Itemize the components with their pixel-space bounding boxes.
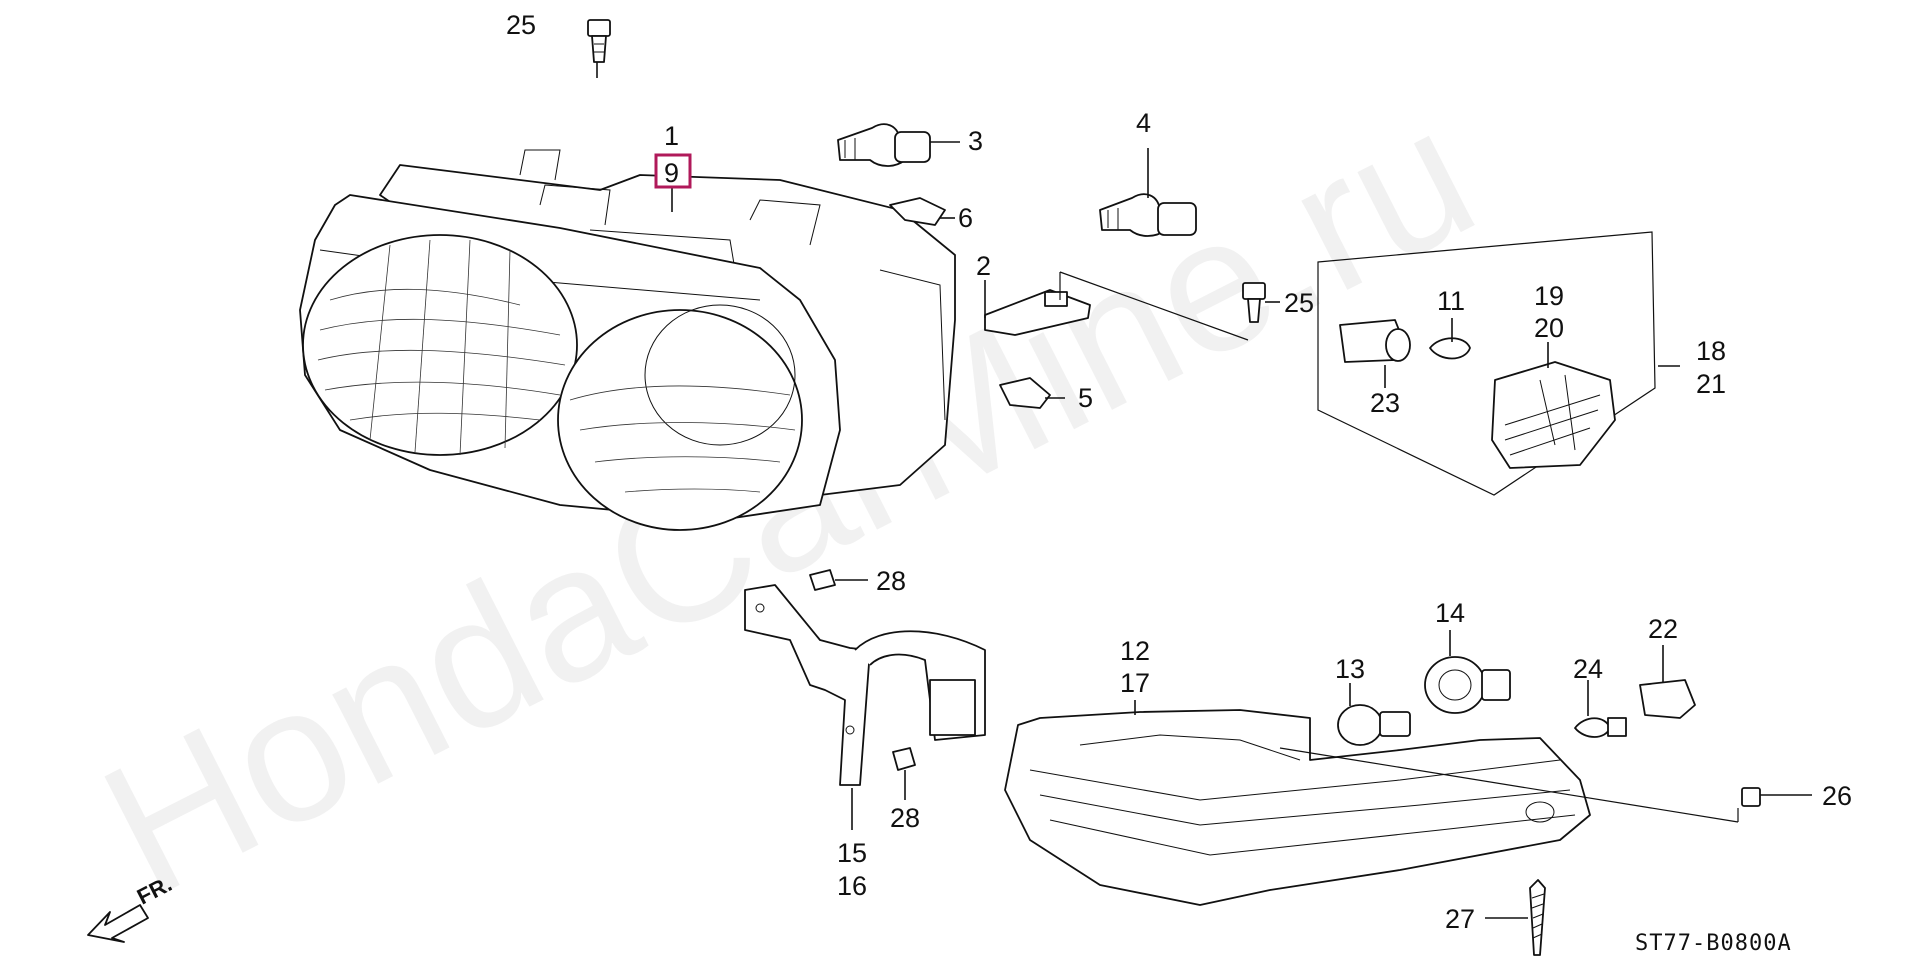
callout-21[interactable]: 21 [1696,369,1726,399]
bracket-part-15-16[interactable] [744,584,986,786]
callout-22[interactable]: 22 [1648,614,1678,644]
callout-11[interactable]: 11 [1437,286,1465,316]
callout-4[interactable]: 4 [1136,108,1151,138]
callout-25-right[interactable]: 25 [1284,288,1314,318]
callout-9[interactable]: 9 [664,158,679,188]
callout-19[interactable]: 19 [1534,281,1564,311]
callout-20[interactable]: 20 [1534,313,1564,343]
callout-5[interactable]: 5 [1078,383,1093,413]
callout-18[interactable]: 18 [1696,336,1726,366]
screw-part-28-top[interactable] [809,569,836,591]
bolt-part-25-right[interactable] [1242,282,1266,323]
clip-part-5[interactable] [999,377,1051,409]
turn-signal-lamp[interactable] [1004,709,1591,906]
callout-1[interactable]: 1 [664,121,679,151]
bulb-part-3[interactable] [837,123,931,167]
callout-9-highlight-box [654,153,692,189]
callout-16[interactable]: 16 [837,871,867,901]
callout-6[interactable]: 6 [958,203,973,233]
callout-15[interactable]: 15 [837,838,867,868]
callout-12[interactable]: 12 [1120,636,1150,666]
callout-26[interactable]: 26 [1822,781,1852,811]
diagram-code: ST77-B0800A [1635,931,1792,956]
callout-24[interactable]: 24 [1573,654,1603,684]
bracket-part-2[interactable] [984,289,1091,336]
callout-14[interactable]: 14 [1435,598,1465,628]
socket-part-14[interactable] [1424,656,1511,714]
callout-27[interactable]: 27 [1445,904,1475,934]
front-direction-arrow-icon [87,904,149,943]
socket-part-22[interactable] [1639,679,1696,719]
headlight-assembly[interactable] [299,149,956,531]
callout-25-top[interactable]: 25 [506,10,536,40]
screw-part-28-bottom[interactable] [892,747,916,771]
leader-lines [596,62,1812,919]
callout-28-bottom[interactable]: 28 [890,803,920,833]
screw-part-27[interactable] [1529,879,1546,956]
callout-labels: 25 1 9 3 4 6 2 25 5 11 19 20 18 21 23 28… [133,10,1852,956]
callout-28-top[interactable]: 28 [876,566,906,596]
bulb-part-13[interactable] [1337,704,1411,746]
callout-13[interactable]: 13 [1335,654,1365,684]
callout-23[interactable]: 23 [1370,388,1400,418]
callout-2[interactable]: 2 [976,251,991,281]
side-marker-assembly[interactable] [1317,231,1656,496]
callout-3[interactable]: 3 [968,126,983,156]
bulb-part-24[interactable] [1574,717,1627,738]
bulb-part-4[interactable] [1099,193,1197,237]
clip-part-26[interactable] [1741,787,1761,807]
bolt-part-25-top[interactable] [587,19,611,63]
callout-17[interactable]: 17 [1120,668,1150,698]
